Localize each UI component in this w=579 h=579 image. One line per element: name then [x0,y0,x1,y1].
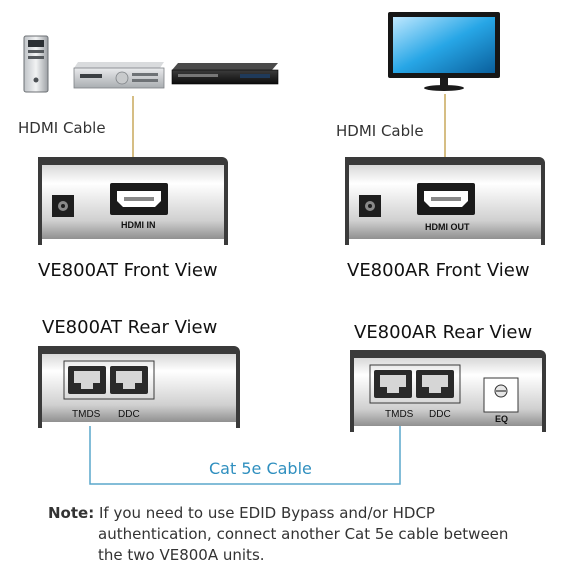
power-jack-icon [359,195,381,217]
disc-player-icon [171,63,279,85]
rj45-port-icon [416,370,454,398]
cat5e-cable [89,426,401,485]
hdmi-in-label: HDMI IN [121,220,156,230]
left-hdmi-cable-label: HDMI Cable [18,119,106,137]
note-line-2: authentication, connect another Cat 5e c… [98,525,509,543]
ddc-port-label: DDC [429,409,451,420]
hdmi-out-port-icon [417,183,475,215]
rj45-port-icon [374,370,412,398]
ve800at-front-view-label: VE800AT Front View [38,260,218,281]
tmds-port-label: TMDS [72,409,101,420]
source-devices [23,35,279,93]
ve800ar-front-unit [345,157,545,245]
rj45-port-icon [68,366,106,394]
ddc-port-label: DDC [118,409,140,420]
hdmi-in-port-icon [110,183,168,215]
rj45-port-icon [110,366,148,394]
computer-tower-icon [23,35,49,93]
cat5e-cable-label: Cat 5e Cable [206,459,315,478]
tmds-port-label: TMDS [385,409,414,420]
monitor-icon [388,12,500,91]
note-line-3: the two VE800A units. [98,546,265,564]
hdmi-out-label: HDMI OUT [425,222,470,232]
av-receiver-icon [73,62,165,89]
eq-dial-icon [483,377,519,413]
ve800at-rear-view-label: VE800AT Rear View [42,317,218,338]
ve800at-rear-unit [38,346,240,428]
ve800ar-rear-unit [350,350,546,432]
ve800ar-rear-view-label: VE800AR Rear View [354,322,533,343]
note-prefix: Note: [48,504,95,522]
note-line-1: If you need to use EDID Bypass and/or HD… [98,504,435,522]
ve800at-front-unit [38,157,228,245]
power-jack-icon [52,195,74,217]
right-hdmi-cable-label: HDMI Cable [336,122,424,140]
ve800ar-front-view-label: VE800AR Front View [347,260,530,281]
eq-label: EQ [495,414,509,424]
note-text: Note: If you need to use EDID Bypass and… [48,503,568,566]
